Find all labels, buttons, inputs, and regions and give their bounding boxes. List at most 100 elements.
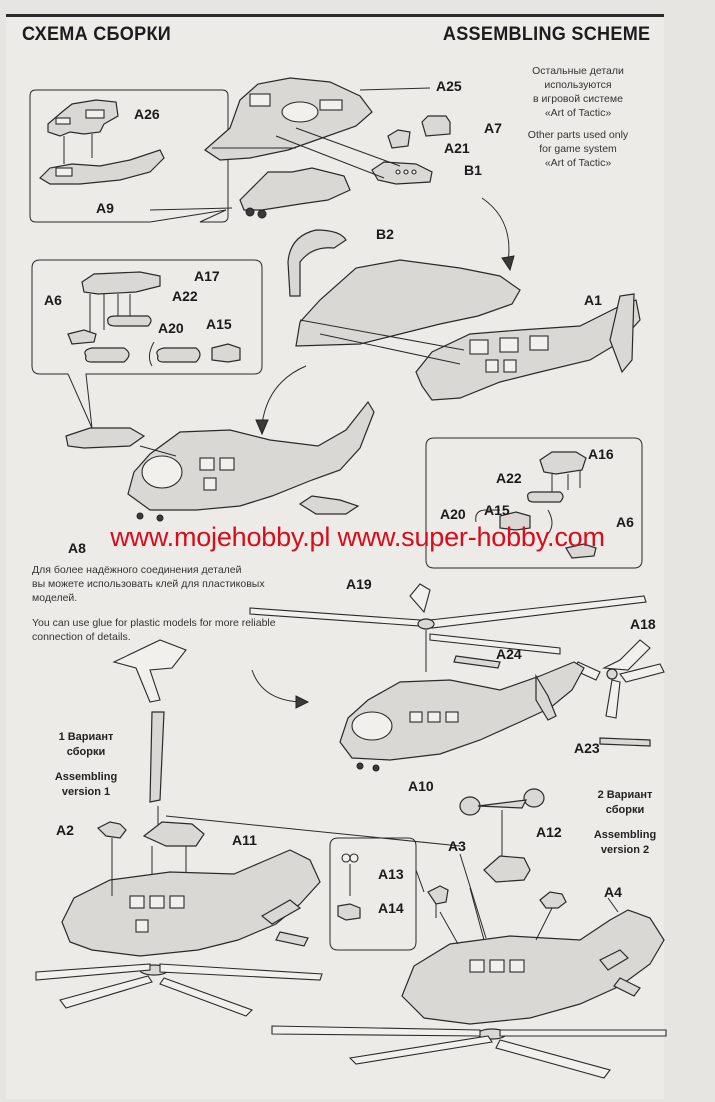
- part-a16-drawing: [539, 451, 587, 494]
- part-a10-drawing: [459, 788, 545, 860]
- label-a9: A9: [96, 200, 114, 216]
- part-a22-drawing-right: [527, 491, 564, 503]
- note-line: Остальные детали: [532, 65, 624, 77]
- label-a6-right: A6: [616, 514, 634, 530]
- label-a14: A14: [378, 900, 404, 916]
- label-a22-right: A22: [496, 470, 522, 486]
- part-a12-drawing: [483, 855, 531, 883]
- label-b1: B1: [464, 162, 482, 178]
- part-a7-drawing: [421, 115, 451, 137]
- note-line: вы можете использовать клей для пластико…: [32, 578, 265, 590]
- variant-line: сборки: [605, 804, 645, 816]
- note-line: for game system: [539, 143, 617, 155]
- label-a23: A23: [574, 740, 600, 756]
- note-line: в игровой системе: [533, 93, 623, 105]
- note-line: моделей.: [32, 592, 78, 604]
- part-detail-small-drawing: [427, 885, 449, 918]
- part-a22-drawing-left: [107, 315, 152, 327]
- label-a18: A18: [630, 616, 656, 632]
- part-a23-drawing: [599, 737, 651, 747]
- variant-line: 1 Вариант: [58, 731, 114, 743]
- label-a13: A13: [378, 866, 404, 882]
- variant2-en-label: Assembling version 2: [582, 828, 668, 858]
- label-a8: A8: [68, 540, 86, 556]
- part-a15-drawing-right: [499, 511, 531, 531]
- part-a24-drawing: [453, 655, 501, 669]
- part-a25-drawing: [204, 77, 373, 161]
- part-a13-drawing: [341, 853, 359, 896]
- arrow-top-right: [481, 197, 510, 263]
- part-a6-drawing-left: [67, 329, 97, 345]
- title-english: ASSEMBLING SCHEME: [442, 24, 650, 45]
- label-b2: B2: [376, 226, 394, 242]
- variant-line: Assembling: [593, 829, 657, 841]
- label-a1: A1: [584, 292, 602, 308]
- note-line: используются: [544, 79, 612, 91]
- note-en-other-parts: Other parts used only for game system «A…: [518, 128, 638, 170]
- arrow-to-rotor-assembly: [251, 669, 301, 703]
- label-a17: A17: [194, 268, 220, 284]
- label-a2: A2: [56, 822, 74, 838]
- note-line: Для более надёжного соединения деталей: [32, 564, 242, 576]
- rotor-a19-drawing: [249, 583, 647, 672]
- label-a16: A16: [588, 446, 614, 462]
- part-a20-drawing-left: [84, 343, 241, 363]
- part-a9-drawing: [39, 149, 165, 185]
- label-a11: A11: [232, 832, 257, 848]
- variant2-ru-label: 2 Вариант сборки: [582, 788, 668, 818]
- variant-line: 2 Вариант: [597, 789, 653, 801]
- note-line: Other parts used only: [527, 129, 629, 141]
- label-a19: A19: [346, 576, 372, 592]
- helicopter-assembled-left: [65, 400, 375, 522]
- helicopter-version2: [271, 909, 667, 1079]
- callout-bubble-top-left: [29, 89, 229, 223]
- label-a6-left: A6: [44, 292, 62, 308]
- label-a22-left: A22: [172, 288, 198, 304]
- label-a20-right: A20: [440, 506, 466, 522]
- variant-line: Assembling: [54, 771, 118, 783]
- arrow-mid-left: [261, 365, 307, 425]
- label-a21: A21: [444, 140, 470, 156]
- label-a7: A7: [484, 120, 502, 136]
- note-line: You can use glue for plastic models for …: [32, 617, 276, 629]
- note-ru-other-parts: Остальные детали используются в игровой …: [518, 64, 638, 120]
- title-russian: СХЕМА СБОРКИ: [22, 24, 172, 45]
- note-line: connection of details.: [32, 631, 131, 643]
- part-a21-drawing: [387, 129, 411, 149]
- label-a26: A26: [134, 106, 160, 122]
- variant-line: version 1: [61, 786, 111, 798]
- label-a20-left: A20: [158, 320, 184, 336]
- label-a15-right: A15: [484, 502, 510, 518]
- label-a4: A4: [604, 884, 622, 900]
- watermark-text: www.mojehobby.pl www.super-hobby.com: [110, 522, 605, 552]
- helicopter-with-rotor: [339, 661, 585, 772]
- part-b2-drawing: [287, 229, 347, 297]
- label-a24: A24: [496, 646, 522, 662]
- variant1-ru-label: 1 Вариант сборки: [46, 730, 126, 760]
- note-line: «Art of Tactic»: [544, 107, 612, 119]
- callout-bubble-mid-left: [31, 259, 263, 429]
- part-a26-drawing: [47, 99, 119, 137]
- part-a6-drawing-right: [565, 543, 597, 559]
- note-line: «Art of Tactic»: [544, 157, 612, 169]
- note-en-glue: You can use glue for plastic models for …: [32, 616, 292, 644]
- label-a15-left: A15: [206, 316, 232, 332]
- variant-line: version 2: [600, 844, 650, 856]
- part-a4-drawing: [539, 891, 567, 909]
- tail-rotor-a18-drawing: [573, 639, 665, 719]
- part-b1-drawing: [371, 161, 433, 185]
- label-a25: A25: [436, 78, 462, 94]
- part-a17-drawing: [81, 271, 161, 336]
- variant1-en-label: Assembling version 1: [46, 770, 126, 800]
- label-a10: A10: [408, 778, 434, 794]
- helicopter-version1: [35, 849, 323, 1017]
- helicopter-main-a1: [295, 259, 641, 401]
- callout-bubble-mid-right: [425, 437, 643, 569]
- variant-line: сборки: [66, 746, 106, 758]
- stand-piece-drawing: [112, 639, 187, 803]
- part-a2-drawing: [96, 821, 127, 880]
- note-ru-glue: Для более надёжного соединения деталей в…: [32, 563, 282, 605]
- label-a12: A12: [536, 824, 562, 840]
- part-a9-mid-drawing: [239, 167, 351, 219]
